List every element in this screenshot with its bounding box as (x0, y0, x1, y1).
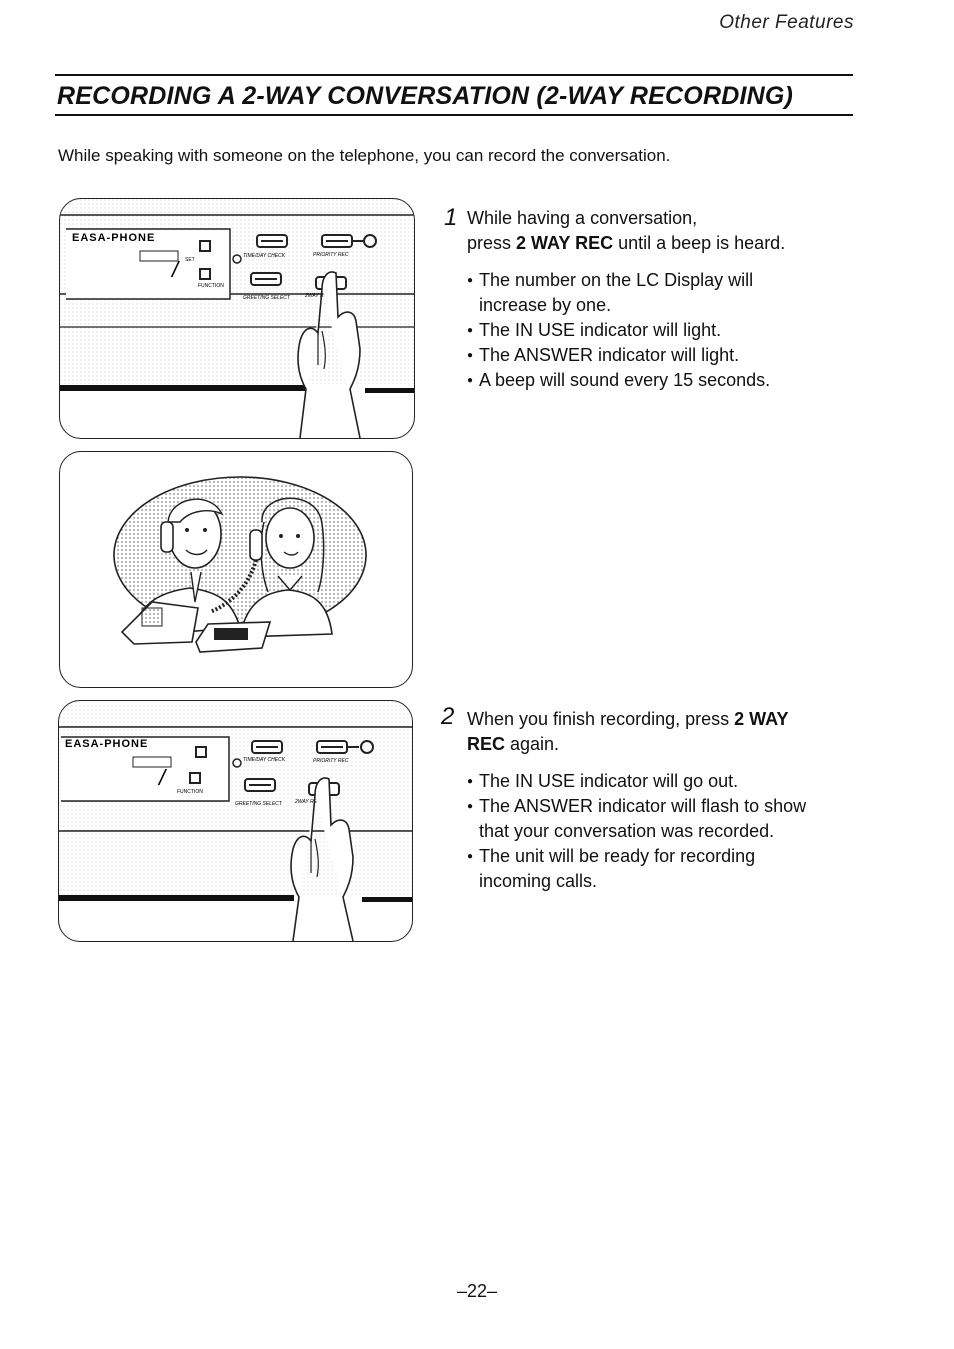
svg-text:/: / (170, 257, 180, 282)
title-rule-top (55, 74, 853, 76)
svg-text:SET: SET (185, 257, 195, 263)
step-1: While having a conversation, press 2 WAY… (467, 206, 847, 393)
svg-text:FUNCTION: FUNCTION (177, 789, 203, 795)
section-header: Other Features (719, 12, 854, 33)
svg-text:FUNCTION: FUNCTION (198, 283, 224, 289)
step-1-number: 1 (444, 204, 458, 231)
list-item: The ANSWER indicator will light. (467, 343, 807, 368)
list-item: The IN USE indicator will light. (467, 318, 807, 343)
page-title: RECORDING A 2-WAY CONVERSATION (2-WAY RE… (57, 82, 794, 110)
step-2-bullets: The IN USE indicator will go out. The AN… (467, 769, 853, 894)
panel-brand-label: EASA-PHONE (72, 232, 155, 244)
step-2-line-1: When you finish recording, press 2 WAY (467, 709, 789, 729)
panel-brand-label-2: EASA-PHONE (65, 738, 148, 750)
svg-text:TIME/DAY CHECK: TIME/DAY CHECK (243, 757, 286, 763)
svg-text:GREETING SELECT: GREETING SELECT (243, 295, 291, 301)
button-name-2-way-rec: 2 WAY REC (516, 233, 614, 253)
page-number: –22– (456, 1281, 498, 1301)
svg-text:2WAY REC: 2WAY REC (304, 293, 331, 299)
button-name-rec: REC (467, 734, 506, 754)
svg-text:GREETING SELECT: GREETING SELECT (235, 801, 283, 807)
step-2: When you finish recording, press 2 WAY R… (467, 707, 847, 894)
list-item: The IN USE indicator will go out. (467, 769, 853, 794)
illustration-press-button-1: EASA-PHONE / FUNCTION SET TIME/DAY CHECK… (59, 198, 415, 439)
button-name-2-way: 2 WAY (734, 709, 789, 729)
illustration-conversation (59, 451, 413, 688)
illustration-press-button-2: EASA-PHONE / FUNCTION TIME/DAY CHECK PRI… (58, 700, 413, 942)
svg-text:PRIORITY REC: PRIORITY REC (313, 252, 349, 258)
list-item: The ANSWER indicator will flash to show … (467, 794, 819, 844)
svg-text:2WAY REC: 2WAY REC (294, 799, 321, 805)
step-2-number: 2 (441, 703, 455, 730)
step-1-line-2: press 2 WAY REC until a beep is heard. (467, 233, 786, 253)
list-item: A beep will sound every 15 seconds. (467, 368, 807, 393)
step-2-line-2: REC again. (467, 734, 560, 754)
list-item: The unit will be ready for recording inc… (467, 844, 799, 894)
svg-text:PRIORITY REC: PRIORITY REC (313, 758, 349, 764)
svg-text:TIME/DAY CHECK: TIME/DAY CHECK (243, 253, 286, 259)
svg-text:/: / (157, 765, 167, 790)
step-1-bullets: The number on the LC Display will increa… (467, 268, 807, 393)
step-1-line-1: While having a conversation, (467, 208, 698, 228)
title-rule-bottom (55, 114, 853, 116)
intro-text: While speaking with someone on the telep… (58, 146, 671, 165)
list-item: The number on the LC Display will increa… (467, 268, 807, 318)
